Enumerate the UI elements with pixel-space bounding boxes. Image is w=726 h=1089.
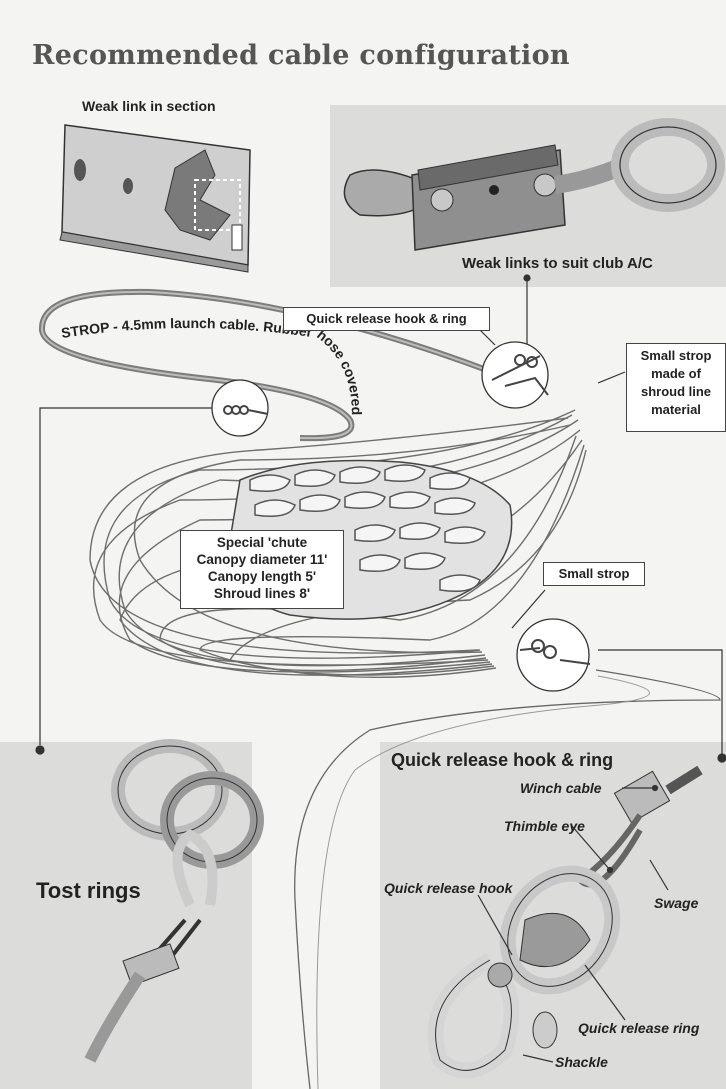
weak-link-section-plate [60,125,250,272]
winch-cable-label: Winch cable [520,780,602,796]
small-strop-shroud-line-2: made of [627,365,725,383]
quick-release-hook-label: Quick release hook [384,880,512,896]
chute-spec-box: Special 'chute Canopy diameter 11' Canop… [180,530,344,609]
chute-line-3: Canopy length 5' [181,568,343,585]
detail-circle-top [482,342,548,408]
thimble-eye-label: Thimble eye [504,818,585,834]
small-strop-callout: Small strop [543,562,645,586]
page-title: Recommended cable configuration [32,40,570,71]
small-strop-text: Small strop [559,566,630,581]
small-strop-shroud-line-1: Small strop [627,347,725,365]
chute-line-2: Canopy diameter 11' [181,551,343,568]
quick-release-callout: Quick release hook & ring [283,307,490,331]
tost-rings-panel [0,742,252,1089]
chute-line-1: Special 'chute [181,534,343,551]
weak-link-section-label: Weak link in section [82,98,216,114]
quick-release-callout-text: Quick release hook & ring [306,311,466,326]
quick-release-ring-label: Quick release ring [578,1020,699,1036]
qr-panel-title: Quick release hook & ring [391,750,613,771]
weak-links-suit-label: Weak links to suit club A/C [462,255,653,272]
chute-line-4: Shroud lines 8' [181,585,343,602]
detail-circle-right [517,619,589,691]
swage-label: Swage [654,895,698,911]
small-strop-shroud-line-4: material [627,401,725,419]
small-strop-shroud-callout: Small strop made of shroud line material [626,343,726,432]
small-strop-shroud-line-3: shroud line [627,383,725,401]
shackle-label: Shackle [555,1054,608,1070]
tost-rings-label: Tost rings [36,878,141,904]
